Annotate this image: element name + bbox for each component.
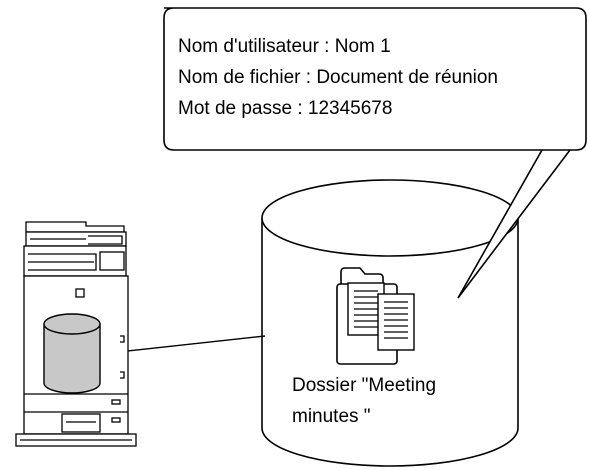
folder-label-line1: Dossier "Meeting: [292, 375, 437, 396]
callout-bubble: [163, 7, 587, 299]
callout-line-username: Nom d'utilisateur : Nom 1: [178, 36, 391, 57]
internal-storage-icon: [43, 313, 101, 394]
callout-line-filename: Nom de fichier : Document de réunion: [178, 67, 498, 88]
folder-with-documents-icon: [336, 267, 415, 365]
callout-line-password: Mot de passe : 12345678: [178, 98, 393, 119]
folder-label-line2: minutes ": [292, 406, 371, 427]
multifunction-printer-icon: [15, 221, 137, 447]
